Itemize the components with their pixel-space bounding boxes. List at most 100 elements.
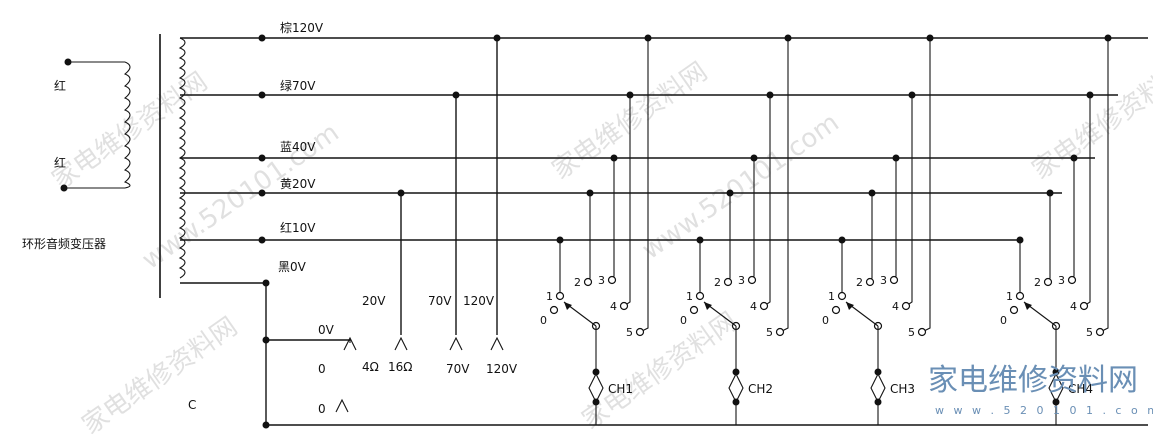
logo-url: w w w . 5 2 0 1 0 1 . c o m [935,404,1153,417]
primary-lead-label-top: 红 [54,78,66,93]
terminal-label: 0 [1000,314,1007,327]
tap-label-70v: 绿70V [280,78,316,93]
label-120v: 120V [463,294,495,308]
terminal-label: 4 [610,300,617,313]
terminal-label: 1 [828,290,835,303]
watermark-url: www.520101.com [637,108,845,266]
terminal-label: 5 [908,326,915,339]
ground-rail: C [188,283,1148,429]
label-70v: 70V [428,294,452,308]
label-zero-bottom: 0 [318,402,326,416]
selector-wire [611,158,615,281]
tap-label-40v: 蓝40V [280,140,316,154]
capacitor-label: C [188,398,196,412]
tap-label-0v: 黑0V [278,260,307,274]
tap-dot [258,236,266,244]
selector-wire [893,158,897,281]
watermark-text: 家电维修资料网 [77,312,243,439]
out-dot [397,189,405,197]
selector-terminal [747,275,757,285]
selector-wire [905,95,913,307]
terminal-label: 1 [686,290,693,303]
label-0v: 0V [318,323,335,337]
terminal-label: 0 [540,314,547,327]
selector-terminal [837,291,847,301]
channel-junction [874,368,882,376]
logo-text: 家电维修资料网 [928,363,1138,398]
selector-terminal [1095,327,1105,337]
selector-wire [1047,193,1051,283]
channel-connector [728,372,744,404]
selector-wire [587,193,591,283]
ground-junction [262,336,270,344]
selector-terminal [831,305,841,315]
selector-terminal [1015,291,1025,301]
terminal-label: 2 [856,276,863,289]
terminal-label: 2 [714,276,721,289]
direct-outputs: 20V 70V 120V 0V 0 4Ω 16Ω 70V 120V 0 [318,34,518,416]
channel-label: CH2 [748,382,773,396]
selector-terminal [549,305,559,315]
tap-dot [258,154,266,162]
selector-terminal [695,291,705,301]
selector-wire [639,38,649,333]
terminal-label: 1 [546,290,553,303]
connector-0v [343,336,357,351]
tap-buses: 棕120V 绿70V 蓝40V 黄20V 红10V 黑0V [180,20,1148,287]
tap-label-10v: 红10V [280,220,316,235]
label-20v: 20V [362,294,386,308]
selector-terminal [1009,305,1019,315]
primary-winding: 红 红 环形音频变压器 [22,58,131,251]
terminal-label: 4 [750,300,757,313]
out-dot [493,34,501,42]
selector-terminal [635,327,645,337]
selector-terminal [723,277,733,287]
selector-terminal [1067,275,1077,285]
connector-bottom-0 [335,398,349,413]
watermark-text: 家电维修资料网 [577,307,743,436]
selector-terminal [889,275,899,285]
connector-4ohm [394,336,408,351]
selector-wire [921,38,931,333]
tap-label-120v: 棕120V [280,20,324,35]
primary-leads [64,61,125,189]
selector-wire [869,193,873,283]
ground-junction [262,421,270,429]
selector-terminal [901,301,911,311]
channel-junction [592,368,600,376]
label-120v-out: 120V [486,362,518,376]
selector-terminal [1043,277,1053,287]
terminal-label: 4 [1070,300,1077,313]
logo-watermark: 家电维修资料网 w w w . 5 2 0 1 0 1 . c o m [928,363,1153,417]
terminal-label: 3 [880,274,887,287]
selector-terminal [607,275,617,285]
terminal-label: 5 [1086,326,1093,339]
label-4ohm: 4Ω [362,360,379,374]
transformer-name: 环形音频变压器 [22,236,106,251]
out-dot [452,91,460,99]
terminal-label: 4 [892,300,899,313]
label-zero: 0 [318,362,326,376]
selector-terminal [759,301,769,311]
wiper-arrow [564,302,572,310]
terminal-label: 5 [766,326,773,339]
selector-terminal [1079,301,1089,311]
tap-label-20v: 黄20V [280,177,316,191]
label-16ohm: 16Ω [388,360,412,374]
selector-wire [1099,38,1109,333]
primary-coil [123,61,131,189]
terminal-label: 0 [680,314,687,327]
channel-connector [870,372,886,404]
selector-terminal [775,327,785,337]
terminal-label: 3 [738,274,745,287]
selector-wire [779,38,789,333]
selector-terminal [689,305,699,315]
tap-dot [258,91,266,99]
selector-terminal [619,301,629,311]
channel-label: CH3 [890,382,915,396]
selector-terminal [917,327,927,337]
terminal-label: 3 [1058,274,1065,287]
